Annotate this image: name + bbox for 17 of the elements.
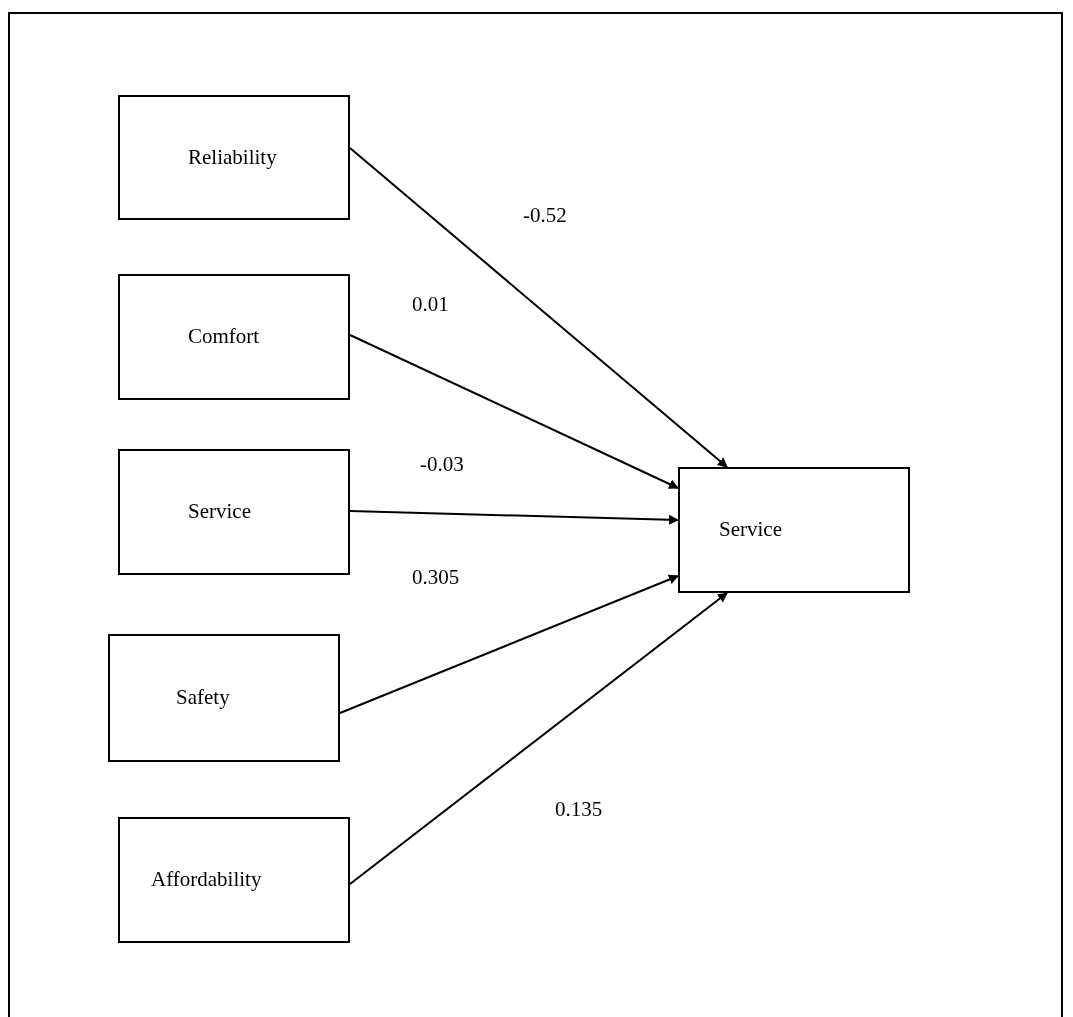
variable-label: Affordability xyxy=(151,866,262,894)
variable-box xyxy=(108,634,340,762)
variable-box xyxy=(118,274,350,400)
variable-label: Reliability xyxy=(188,143,277,171)
arrow xyxy=(339,574,679,714)
variable-label: Safety xyxy=(176,684,230,712)
variable-box xyxy=(678,467,910,593)
arrow xyxy=(349,510,679,525)
variable-label: Service xyxy=(188,498,251,526)
arrow xyxy=(349,334,679,489)
variable-label: Service xyxy=(719,516,782,544)
arrow xyxy=(349,147,728,468)
arrow xyxy=(349,592,728,885)
variable-box xyxy=(118,817,350,943)
variable-box xyxy=(118,449,350,575)
variable-box xyxy=(118,95,350,220)
variable-label: Comfort xyxy=(188,323,260,351)
